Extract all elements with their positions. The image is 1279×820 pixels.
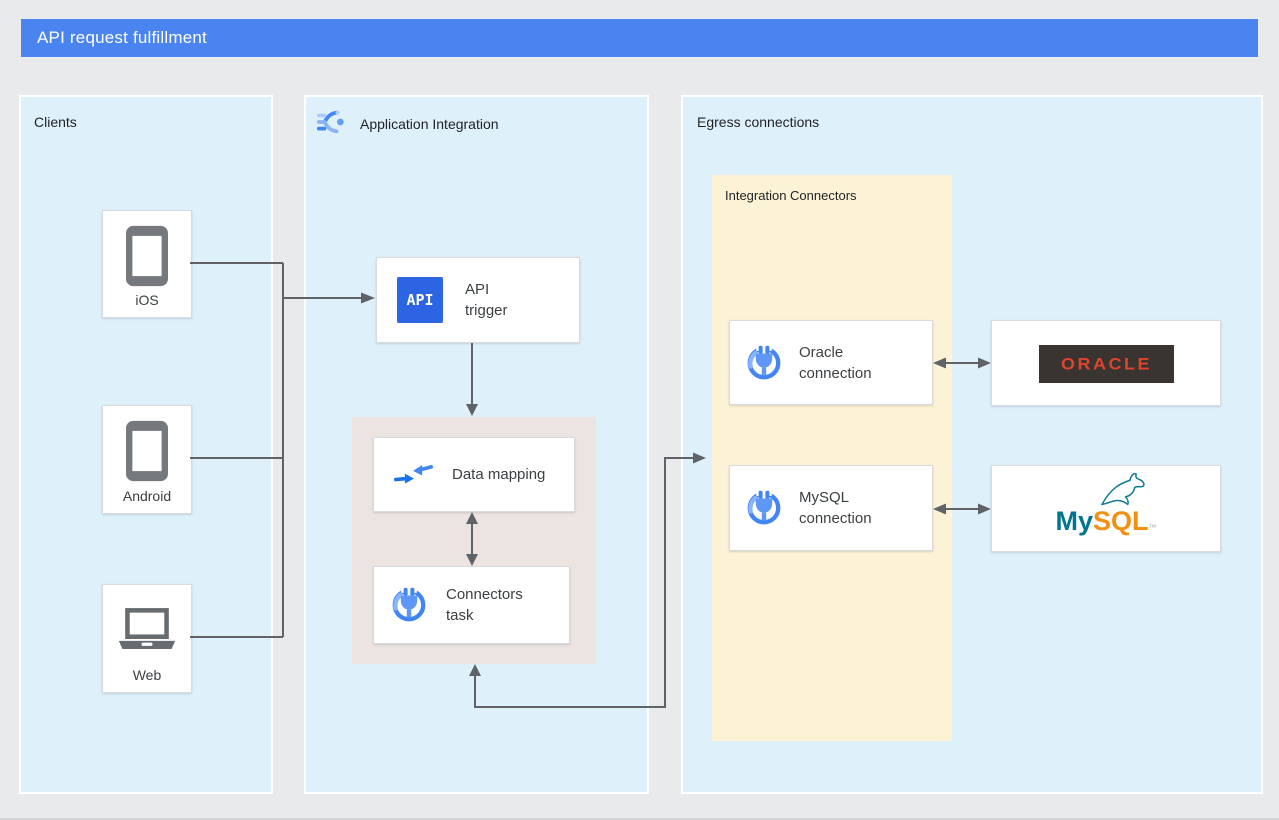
diagram-title: API request fulfillment bbox=[37, 28, 207, 47]
integration-connectors-container: Integration Connectors Oracle connection bbox=[712, 175, 952, 741]
application-integration-title: Application Integration bbox=[360, 116, 499, 132]
mysql-wordmark-my: My bbox=[1055, 506, 1093, 536]
connectors-task-node: Connectors task bbox=[373, 566, 570, 644]
mysql-dolphin-icon bbox=[1096, 471, 1152, 514]
client-web-label: Web bbox=[132, 667, 162, 683]
connectors-task-label: Connectors task bbox=[446, 586, 523, 624]
api-trigger-label: API trigger bbox=[465, 281, 508, 319]
page-bottom-edge bbox=[0, 818, 1279, 820]
oracle-endpoint-node: ORACLE bbox=[991, 320, 1221, 406]
laptop-icon bbox=[103, 607, 191, 651]
connector-icon bbox=[745, 489, 783, 527]
mysql-endpoint-node: MySQL™ bbox=[991, 465, 1221, 552]
data-mapping-icon bbox=[394, 461, 434, 489]
api-trigger-node: API API trigger bbox=[376, 257, 580, 343]
phone-icon bbox=[103, 420, 191, 482]
data-mapping-node: Data mapping bbox=[373, 437, 575, 512]
client-android-node: Android bbox=[102, 405, 192, 514]
phone-icon bbox=[103, 225, 191, 287]
connector-icon bbox=[745, 343, 783, 382]
client-ios-label: iOS bbox=[135, 292, 159, 308]
oracle-connection-label: Oracle connection bbox=[799, 343, 872, 382]
oracle-connection-node: Oracle connection bbox=[729, 320, 933, 405]
client-android-label: Android bbox=[122, 488, 172, 504]
integration-connectors-title: Integration Connectors bbox=[725, 188, 857, 203]
client-ios-node: iOS bbox=[102, 210, 192, 318]
mysql-connection-label: MySQL connection bbox=[799, 489, 872, 527]
client-web-node: Web bbox=[102, 584, 192, 693]
diagram-title-bar: API request fulfillment bbox=[21, 19, 1258, 57]
egress-connections-panel: Egress connections Integration Connector… bbox=[681, 95, 1263, 794]
mysql-connection-node: MySQL connection bbox=[729, 465, 933, 551]
clients-panel-title: Clients bbox=[34, 114, 77, 130]
connector-icon bbox=[390, 586, 428, 624]
mysql-wordmark-sql: SQL bbox=[1093, 506, 1149, 536]
application-integration-icon bbox=[316, 107, 346, 142]
api-trigger-icon: API bbox=[397, 277, 443, 323]
mysql-trademark: ™ bbox=[1148, 523, 1157, 532]
oracle-logo: ORACLE bbox=[1039, 345, 1174, 383]
clients-panel: Clients iOS Android bbox=[19, 95, 273, 794]
egress-connections-title: Egress connections bbox=[697, 114, 820, 130]
oracle-wordmark: ORACLE bbox=[1061, 354, 1152, 373]
application-integration-panel: Application Integration API API trigger bbox=[304, 95, 649, 794]
integration-subprocess-container: Data mapping Connectors task bbox=[352, 417, 596, 664]
mysql-logo: MySQL™ bbox=[992, 466, 1220, 551]
data-mapping-label: Data mapping bbox=[452, 466, 546, 483]
